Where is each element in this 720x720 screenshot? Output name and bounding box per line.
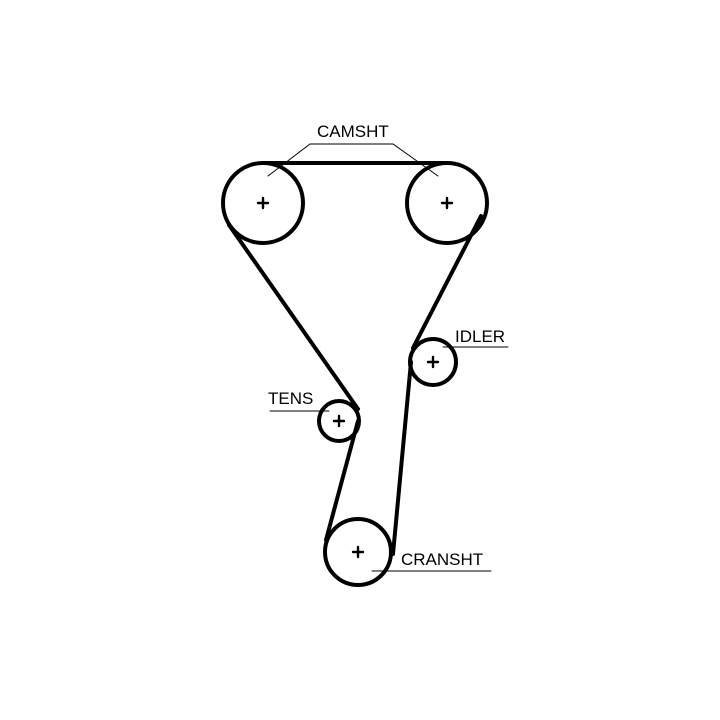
camshaft-label: CAMSHT xyxy=(317,122,389,141)
idler-center-mark xyxy=(426,355,440,369)
right-camshaft-pulley xyxy=(405,161,489,245)
belt-segment-left-upper xyxy=(227,223,360,411)
timing-belt xyxy=(227,161,483,556)
crankshaft-label: CRANSHT xyxy=(401,550,484,569)
crankshaft-pulley xyxy=(323,517,393,587)
tensioner-center-mark xyxy=(332,414,346,428)
tensioner-pulley xyxy=(317,399,361,443)
pulley-center-marks xyxy=(256,196,454,559)
crankshaft-center-mark xyxy=(351,545,365,559)
left-camshaft-center-mark xyxy=(256,196,270,210)
leader-lines xyxy=(267,143,509,572)
tensioner-label: TENS xyxy=(268,389,314,408)
idler-label: IDLER xyxy=(455,327,506,346)
right-camshaft-center-mark xyxy=(440,196,454,210)
idler-pulley xyxy=(408,337,458,387)
camshaft-leader-line xyxy=(267,143,439,177)
belt-segment-right-lower xyxy=(391,360,413,556)
left-camshaft-pulley xyxy=(221,161,305,245)
belt-segment-left-lower xyxy=(324,419,360,542)
